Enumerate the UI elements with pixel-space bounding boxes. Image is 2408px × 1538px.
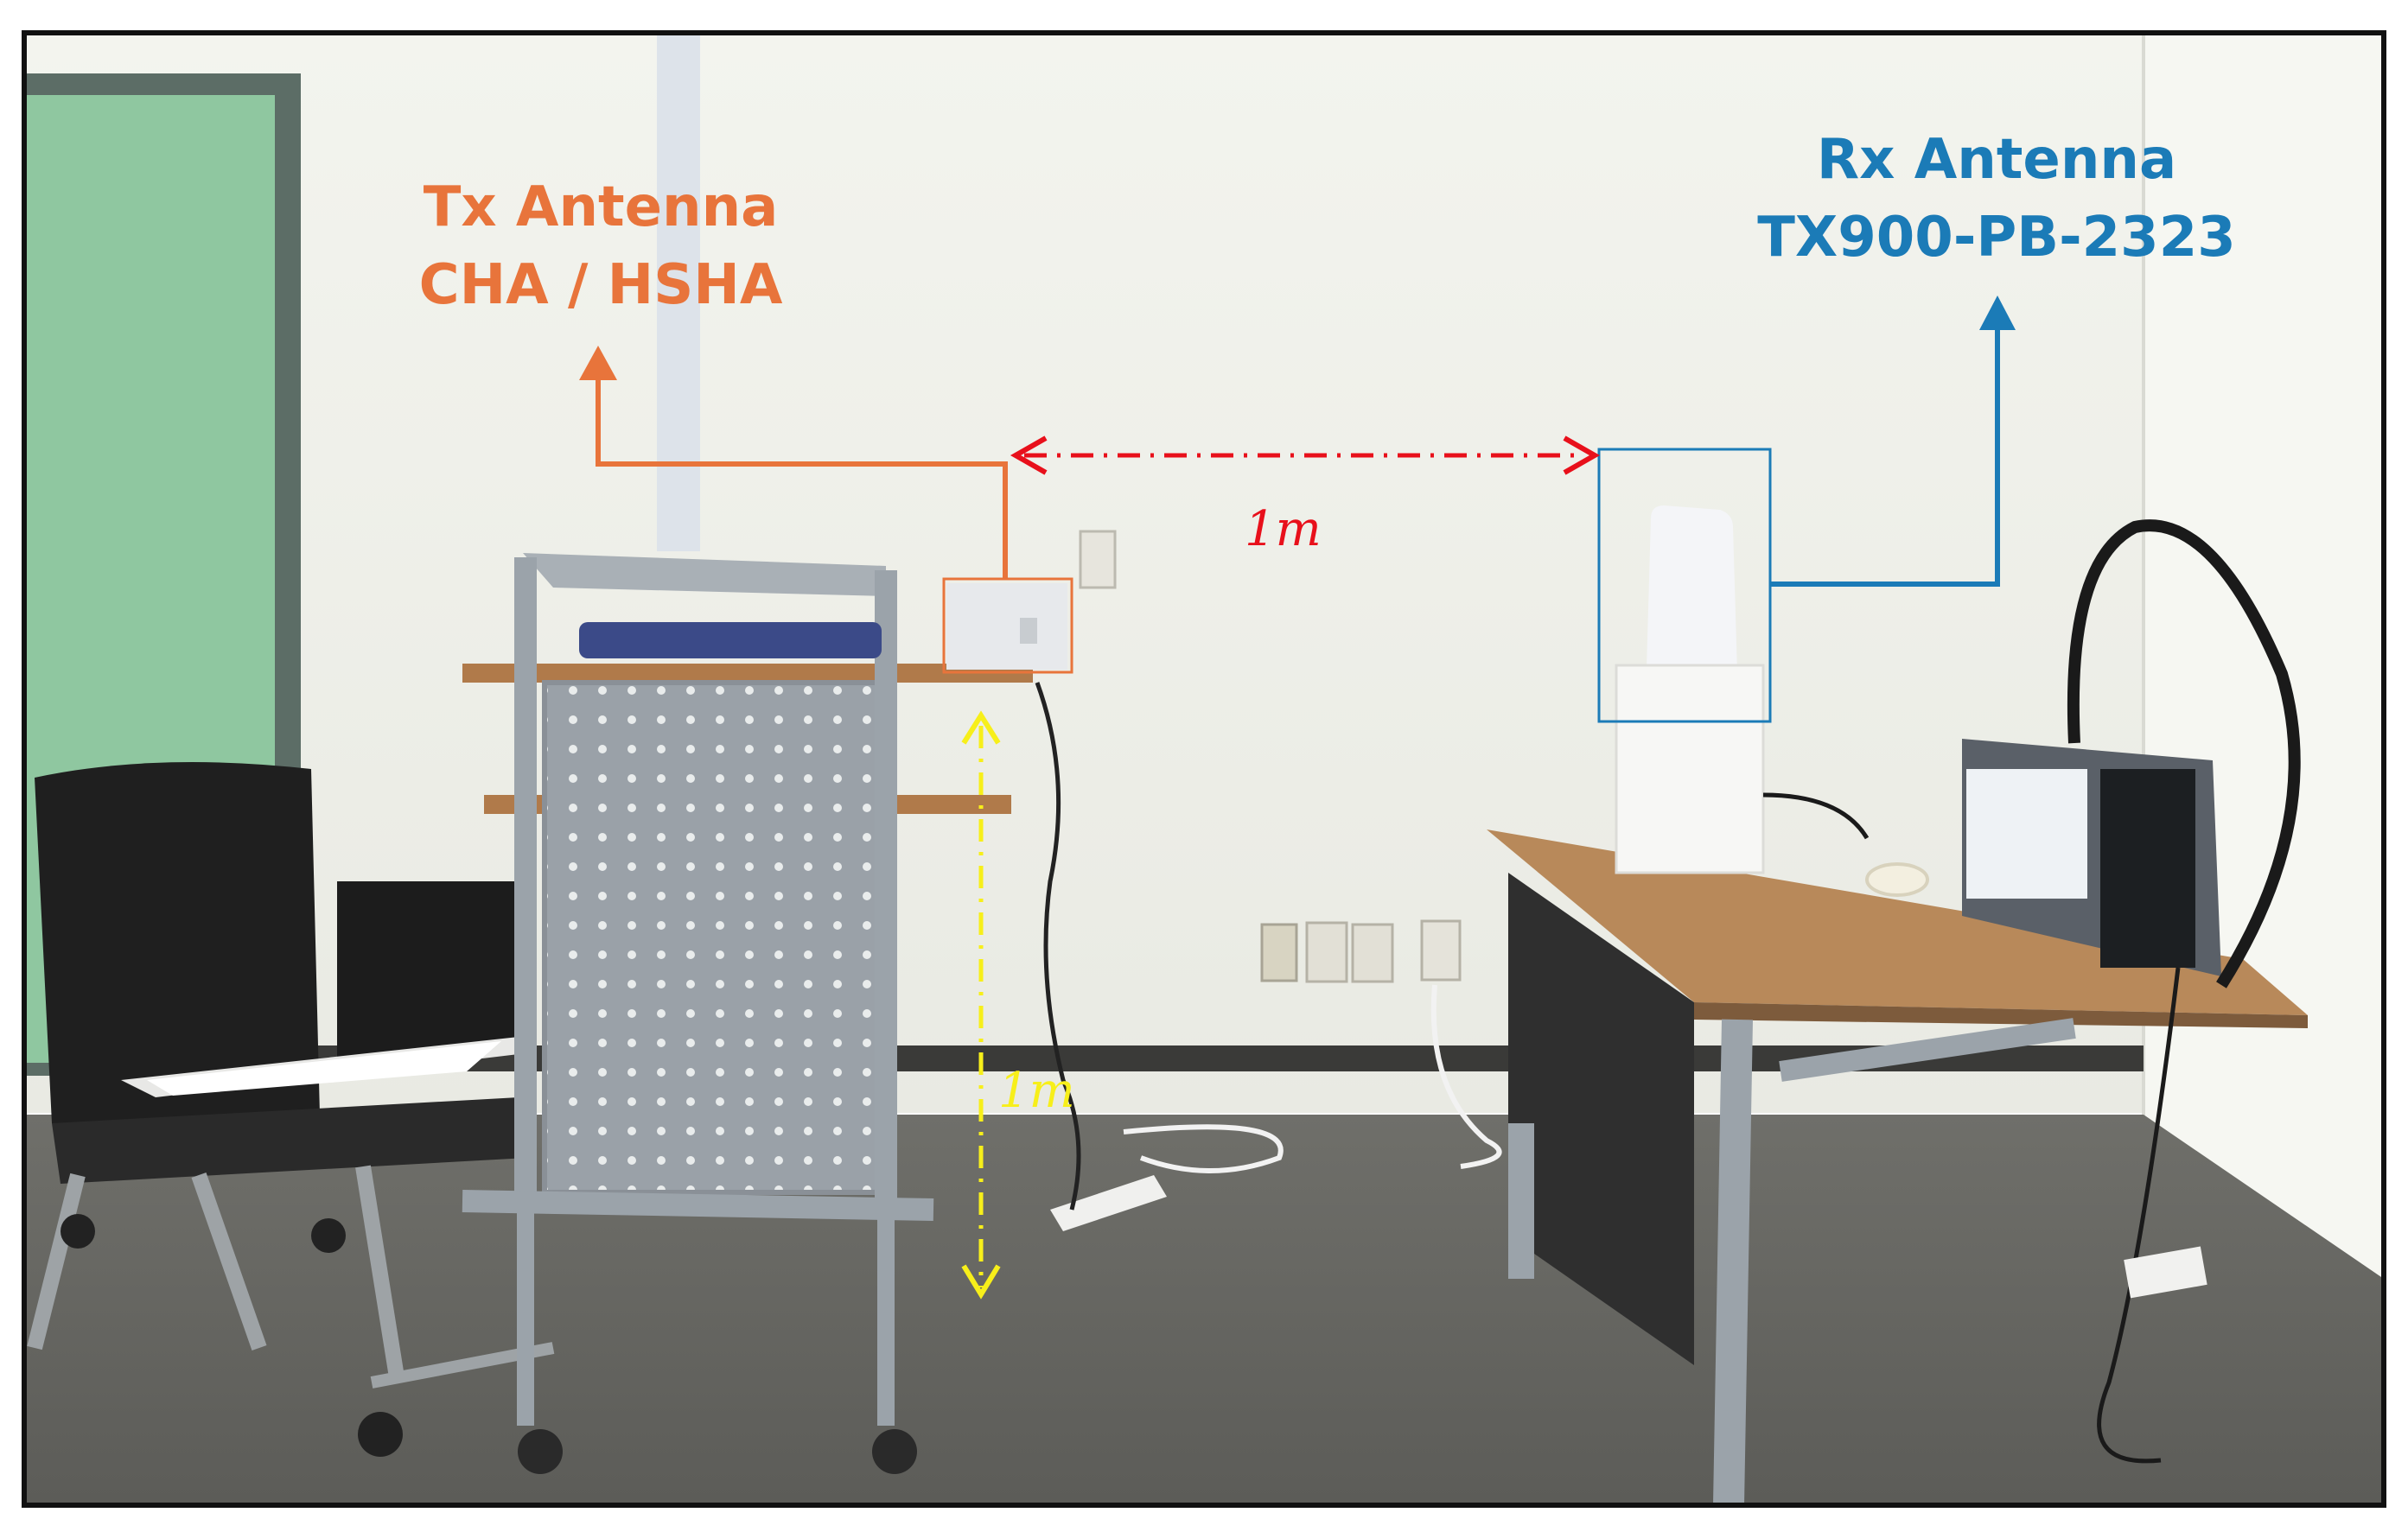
- tx-arrowhead: [579, 346, 617, 380]
- office-chair: [27, 762, 555, 1457]
- rx-antenna-title: Rx Antenna: [1816, 128, 2177, 192]
- laptop: [121, 881, 519, 1097]
- rx-antenna-model: TX900-PB-2323: [1757, 206, 2236, 270]
- rx-antenna: [1615, 505, 1765, 874]
- rx-callout: [1597, 296, 2016, 723]
- tx-antenna-type: CHA / HSHA: [418, 253, 783, 317]
- photo: [22, 30, 2386, 1508]
- rf-cable-tx: [1035, 682, 1081, 1211]
- vertical-distance-label: 1m: [998, 1063, 1075, 1119]
- rx-antenna-label: Rx Antenna TX900-PB-2323: [1746, 121, 2247, 276]
- vertical-distance-arrow: [961, 710, 1001, 1300]
- floor-cables: [1123, 984, 1502, 1173]
- horizontal-distance-label: 1m: [1245, 501, 1322, 557]
- spectrum-analyzer: [1962, 739, 2221, 976]
- rx-leader-line: [1770, 328, 2000, 587]
- horizontal-distance-arrow: [1010, 435, 1601, 475]
- tx-antenna: [946, 583, 1067, 670]
- tx-antenna-title: Tx Antenna: [423, 175, 779, 239]
- photo-border: [22, 30, 2386, 1508]
- tape-roll: [1865, 862, 1929, 897]
- tx-leader-line: [596, 380, 1008, 579]
- power-strip: [1050, 1175, 1167, 1231]
- desk: [1487, 829, 2308, 1506]
- tx-antenna-label: Tx Antenna CHA / HSHA: [406, 168, 795, 324]
- rx-arrowhead: [1979, 296, 2016, 330]
- wall-outlets: [1079, 530, 1462, 983]
- perforated-cart: [462, 553, 1033, 1474]
- tx-callout: [579, 346, 1073, 674]
- rf-cable-rx: [2067, 519, 2301, 988]
- floor-plug: [2124, 1246, 2207, 1299]
